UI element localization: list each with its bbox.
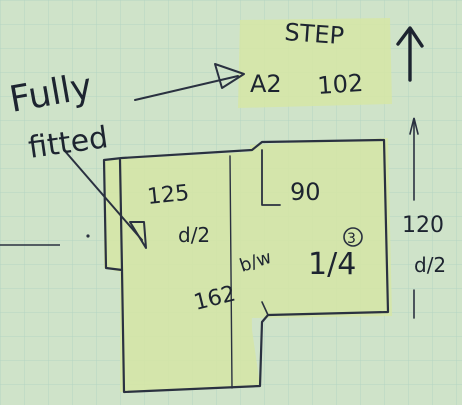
- label-a2: A2: [250, 70, 282, 98]
- label-step: STEP: [284, 18, 345, 50]
- label-a2-value: 102: [316, 69, 364, 100]
- label-side-dim: 120: [402, 213, 444, 238]
- label-left-room-code: d/2: [178, 223, 210, 247]
- label-circle-mark: 3: [347, 231, 356, 247]
- dimension-arrow-side: [409, 117, 419, 319]
- label-fraction: 1/4: [308, 247, 356, 282]
- circle-mark: [343, 227, 363, 247]
- pencil-dot: [86, 234, 90, 238]
- annotation-arrow-room: [63, 149, 147, 249]
- annotation-arrow-a2: [134, 63, 245, 101]
- north-arrow: [396, 26, 424, 82]
- floorplan-highlight: [104, 18, 392, 392]
- label-side-code: d/2: [414, 253, 446, 277]
- label-right-room-dim: 90: [290, 178, 321, 206]
- label-left-room-dim: 125: [146, 181, 190, 210]
